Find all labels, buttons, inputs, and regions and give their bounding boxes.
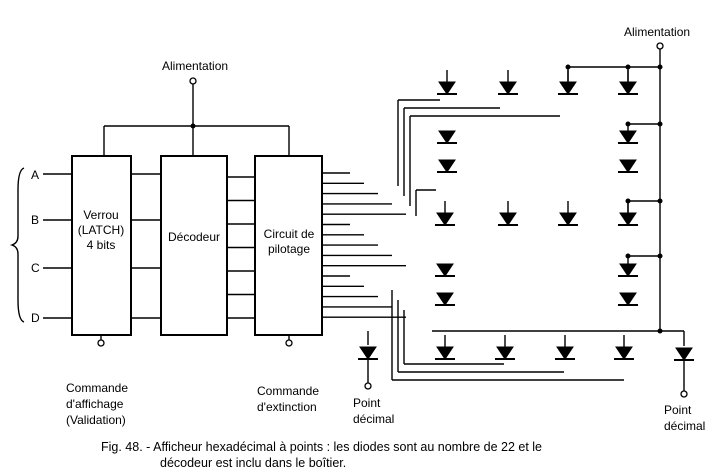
led-diode [618,212,638,226]
led-diode [498,81,518,95]
extinction-command-label: d'extinction [257,400,317,414]
decimal-point-label-right: Point [664,403,692,417]
input-label-d: D [31,311,40,325]
led-diode [435,263,455,277]
driver-label: Circuit de [264,227,315,241]
bus-junction [657,64,663,70]
decoder-driver-wires [227,176,255,319]
led-diode [435,346,455,360]
driver-output-wires [322,67,629,381]
led-diode [555,346,575,360]
led-diode [498,212,518,226]
decimal-point-terminal-right [680,390,688,398]
latch-label: 4 bits [87,238,116,252]
bus-junction [625,253,631,259]
power-junction-left [190,123,196,129]
display-command-label: (Validation) [66,413,126,427]
led-diode [558,212,578,226]
display-command-terminal [97,339,105,347]
decoder-block [160,155,228,336]
led-diode [618,81,638,95]
led-diode [435,292,455,306]
extinction-command-label: Commande [257,384,319,398]
latch-block [71,155,132,336]
input-label-a: A [31,168,39,182]
power-label-left: Alimentation [162,59,228,73]
bus-junction [657,121,663,127]
decoder-label: Décodeur [168,230,220,244]
figure-caption: décodeur est inclu dans le boîtier. [160,456,346,470]
led-diodes [358,81,694,361]
decimal-point-label-right: décimal [664,419,705,433]
bus-junction [657,328,663,334]
extinction-command-terminal [285,339,293,347]
led-diode [437,159,457,173]
decimal-point-label-left: Point [353,396,381,410]
power-label-right: Alimentation [624,25,690,39]
led-diode [618,263,638,277]
led-diode [618,159,638,173]
led-diode [495,346,515,360]
led-diode [618,130,638,144]
bus-junction [657,253,663,259]
display-command-label: d'affichage [66,397,124,411]
power-bus-right [432,49,685,346]
latch-label: (LATCH) [78,223,124,237]
led-diode [614,346,634,360]
power-terminal-right [656,42,664,50]
decimal-point-label-left: décimal [353,412,394,426]
input-label-b: B [31,213,39,227]
bus-junction [565,64,571,70]
decimal-point-terminal-left [364,382,372,390]
latch-decoder-wires [131,173,161,319]
bus-junction [625,121,631,127]
led-diode [618,292,638,306]
figure-caption: Fig. 48. - Afficheur hexadécimal à point… [101,440,542,454]
led-diode [558,81,578,95]
bus-junction [657,198,663,204]
decimal-point-diode [358,346,378,360]
latch-label: Verrou [83,208,118,222]
input-brace [9,167,25,323]
power-terminal-left [189,77,197,85]
led-diode [435,212,455,226]
input-wires [43,173,72,319]
led-diode [437,81,457,95]
power-bus-left [103,84,290,156]
control-wires [100,335,290,340]
decimal-point-diode [674,347,694,361]
bus-junction [625,198,631,204]
driver-label: pilotage [268,242,310,256]
bus-junction [625,64,631,70]
display-command-label: Commande [66,381,128,395]
led-diode [437,130,457,144]
input-label-c: C [31,261,40,275]
